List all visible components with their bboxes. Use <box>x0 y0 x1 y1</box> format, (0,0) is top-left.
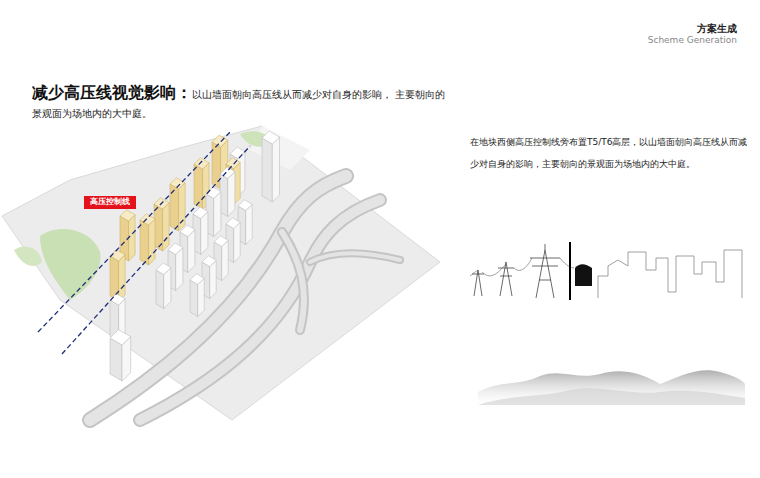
building-prism <box>220 167 235 216</box>
green-area <box>40 229 101 300</box>
tag-text: 高压控制线 <box>90 197 130 207</box>
control-line <box>38 130 232 332</box>
section-label: Scheme Generation <box>648 35 737 45</box>
building-prism <box>190 274 204 317</box>
slide-title: 减少高压线视觉影响： <box>32 83 192 102</box>
building-prism <box>110 330 131 381</box>
building-silhouette <box>575 264 592 286</box>
red-tag-box: 高压控制线 <box>84 196 136 209</box>
building-prism <box>154 198 169 251</box>
building-prism <box>206 187 221 236</box>
heading-block: 减少高压线视觉影响：以山墙面朝向高压线从而减少对自身的影响， 主要朝向的景观面为… <box>32 84 452 122</box>
section-label: 方案生成 <box>697 22 737 36</box>
building-prism <box>140 214 155 265</box>
building-prism <box>262 131 280 202</box>
description-text: 在地块西侧高压控制线旁布置T5/T6高层，以山墙面朝向高压线从而减少对自身的影响… <box>470 131 756 175</box>
skyline-outline <box>598 250 742 298</box>
road <box>90 176 400 420</box>
site-ground <box>2 126 440 420</box>
divider-line <box>569 242 571 300</box>
mountain-wash <box>478 370 745 405</box>
control-line <box>62 146 250 354</box>
building-prism <box>193 207 208 254</box>
pylon-sketch <box>470 244 574 298</box>
building-prism <box>156 263 171 308</box>
